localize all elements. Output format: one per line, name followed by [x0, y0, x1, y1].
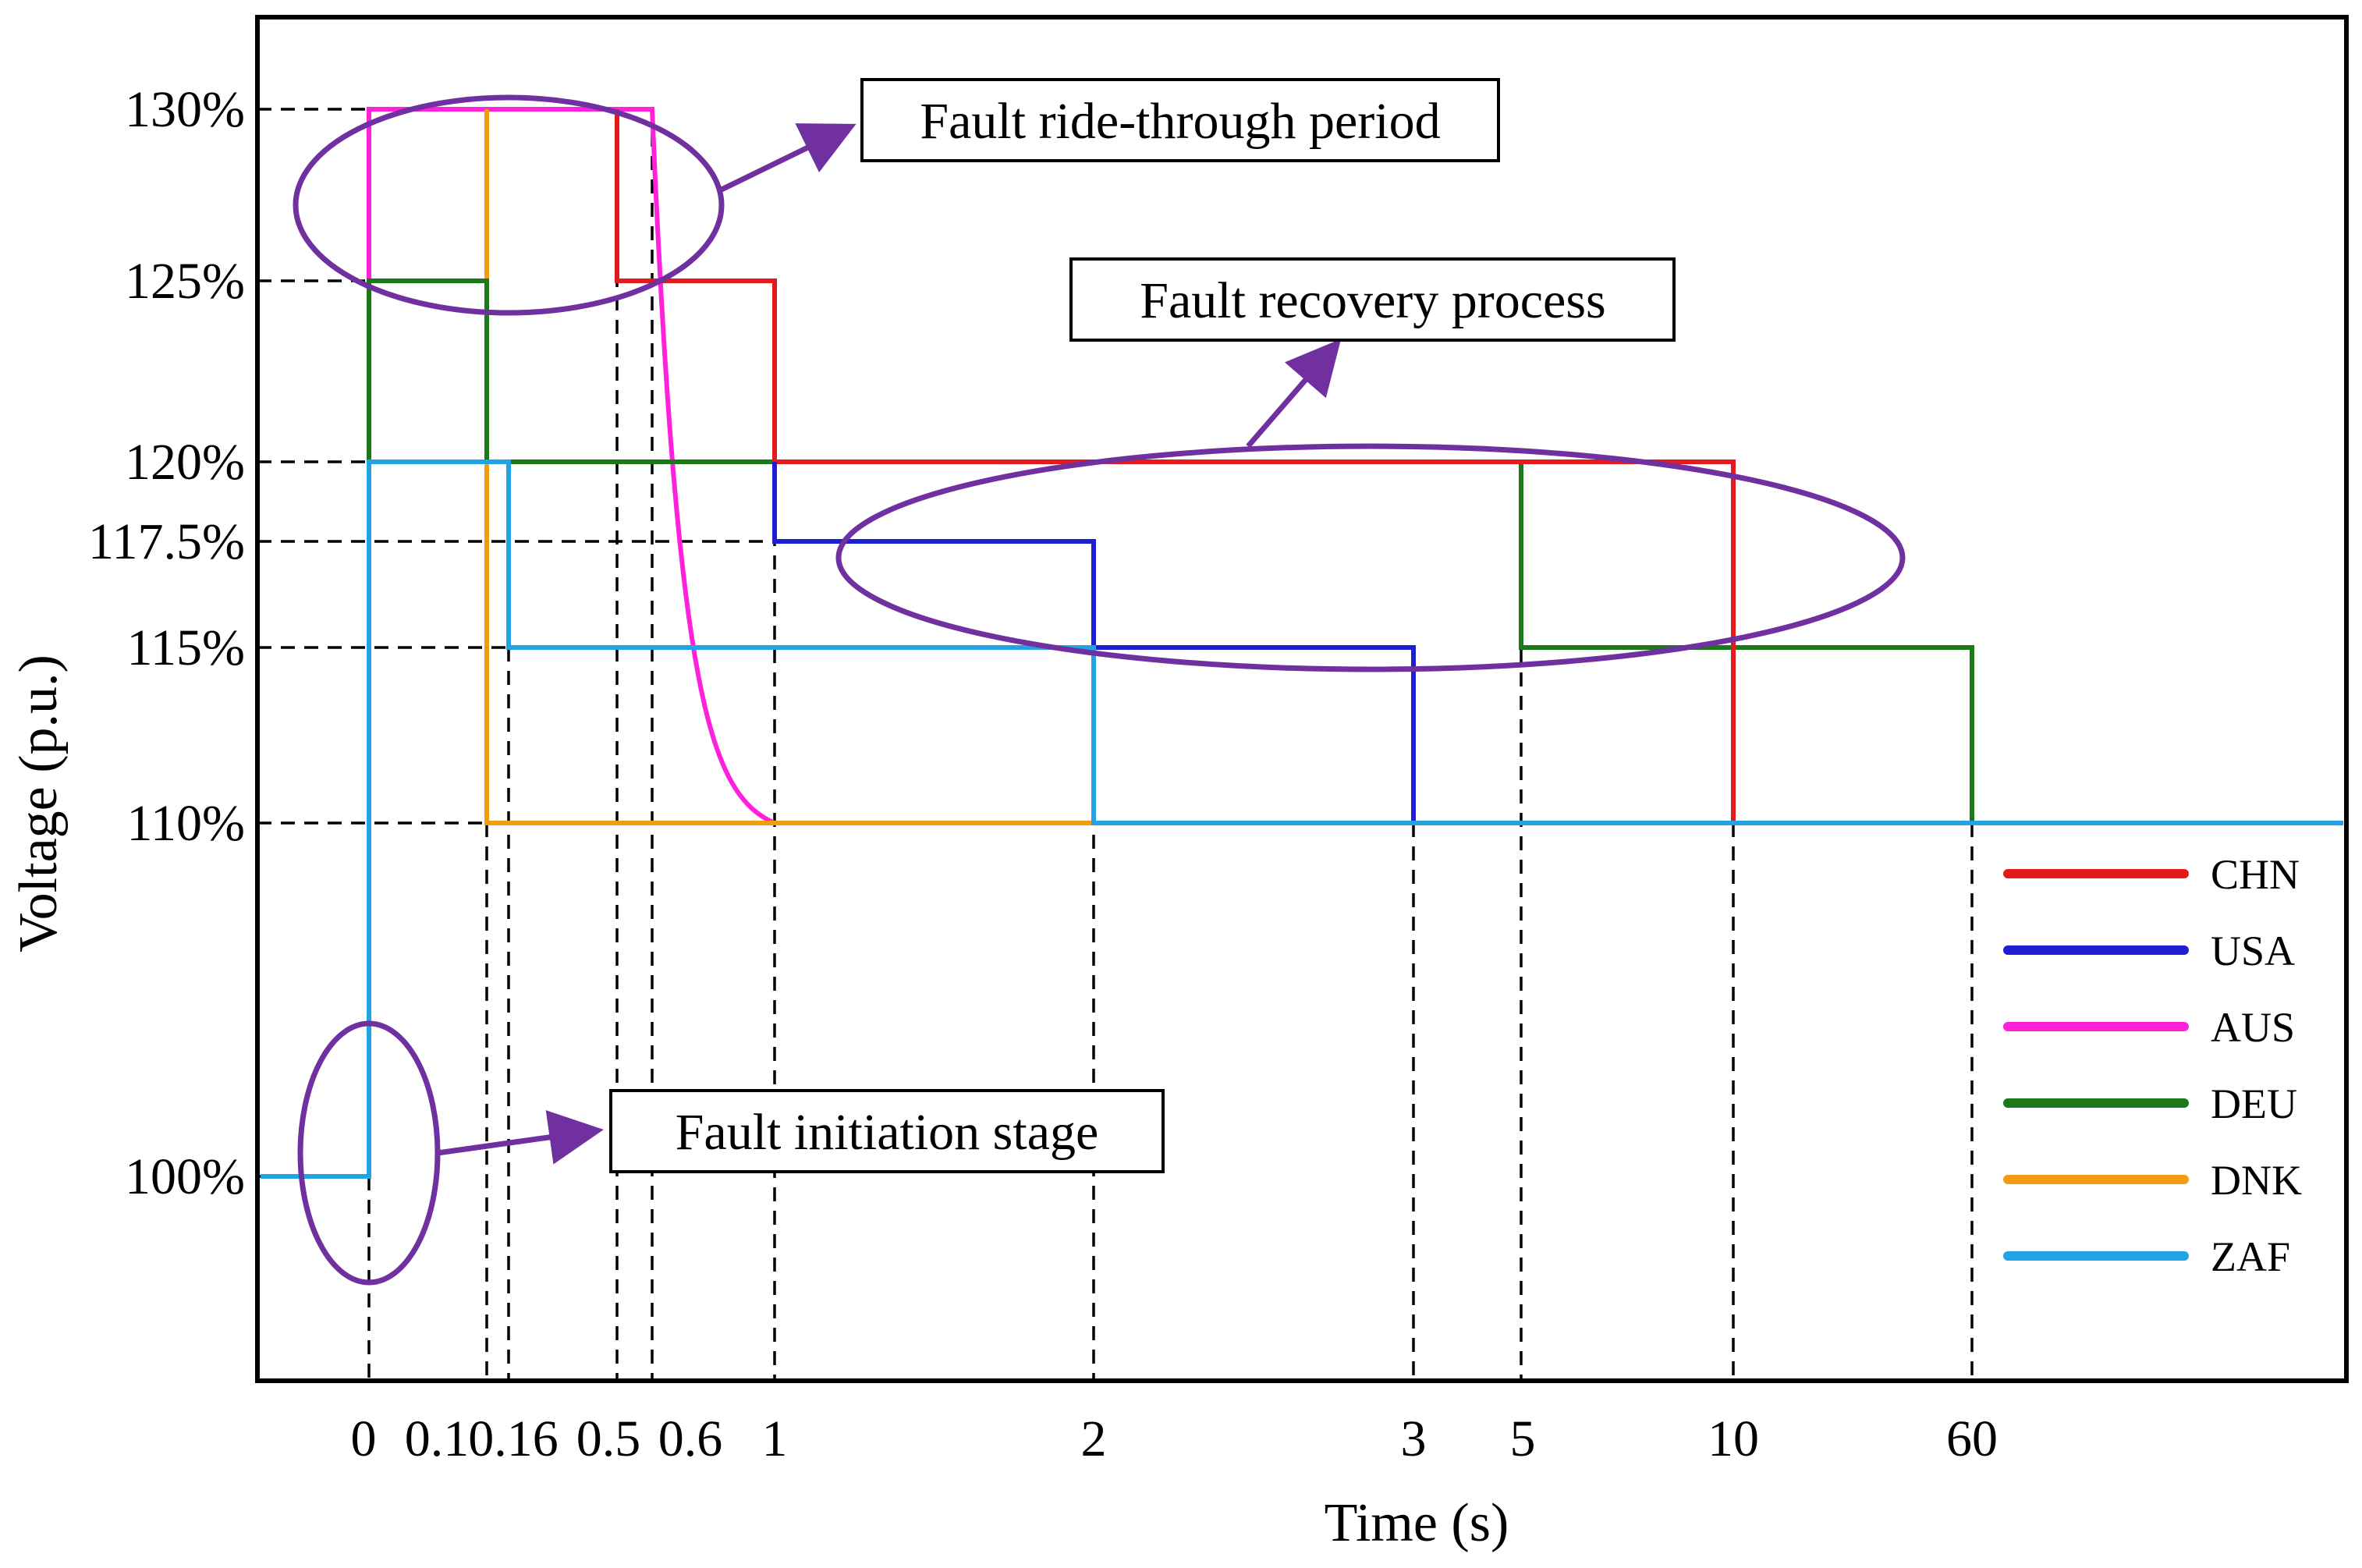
x-tick-label: 2 [1081, 1410, 1107, 1467]
x-tick-label: 0.16 [468, 1410, 559, 1467]
label-box-initiation [609, 1089, 1165, 1173]
plot-frame [255, 15, 2349, 1383]
legend-label-chn: CHN [2211, 851, 2300, 898]
y-tick-label: 115% [126, 619, 245, 676]
y-tick-label: 110% [126, 795, 245, 852]
x-tick-label: 1 [762, 1410, 788, 1467]
x-tick-label: 0.6 [658, 1410, 723, 1467]
label-box-recovery [1069, 257, 1676, 342]
y-tick-label: 120% [125, 434, 245, 491]
series-line-dnk [484, 109, 1094, 825]
y-tick-label: 117.5% [88, 513, 245, 570]
label-box-ride-through [860, 78, 1500, 162]
x-tick-label: 0.5 [576, 1410, 641, 1467]
arrow-initiation [437, 1110, 604, 1165]
y-axis-label: Voltage (p.u.) [9, 655, 69, 953]
legend: CHN USA AUS DEU DNK ZAF [2003, 851, 2302, 1280]
legend-label-dnk: DNK [2211, 1157, 2302, 1204]
legend-label-zaf: ZAF [2211, 1233, 2290, 1280]
arrow-recovery [1246, 339, 1342, 449]
series-layer [261, 107, 2343, 1179]
series-line-aus [367, 107, 776, 825]
arrow-ride-through [720, 123, 856, 193]
series-line-chn [615, 109, 1736, 823]
x-tick-label: 3 [1401, 1410, 1427, 1467]
x-tick-label: 60 [1946, 1410, 1998, 1467]
ellipse-ride-through [293, 94, 725, 316]
legend-label-usa: USA [2211, 928, 2295, 974]
x-tick-label: 0 [351, 1410, 377, 1467]
label-initiation: Fault initiation stage [676, 1104, 1099, 1161]
y-tick-label: 125% [125, 253, 245, 310]
series-line-usa [772, 462, 1416, 823]
series-line-zaf [261, 459, 2343, 1179]
legend-label-deu: DEU [2211, 1080, 2297, 1127]
y-tick-label: 100% [125, 1148, 245, 1205]
y-tick-label: 130% [125, 81, 245, 138]
legend-label-aus: AUS [2211, 1004, 2295, 1051]
x-tick-label: 0.1 [405, 1410, 470, 1467]
x-tick-label: 10 [1708, 1410, 1759, 1467]
label-ride-through: Fault ride-through period [920, 93, 1440, 150]
x-tick-label: 5 [1510, 1410, 1536, 1467]
ellipse-recovery [835, 443, 1906, 672]
label-recovery: Fault recovery process [1140, 272, 1605, 329]
x-axis-label: Time (s) [1325, 1493, 1509, 1553]
